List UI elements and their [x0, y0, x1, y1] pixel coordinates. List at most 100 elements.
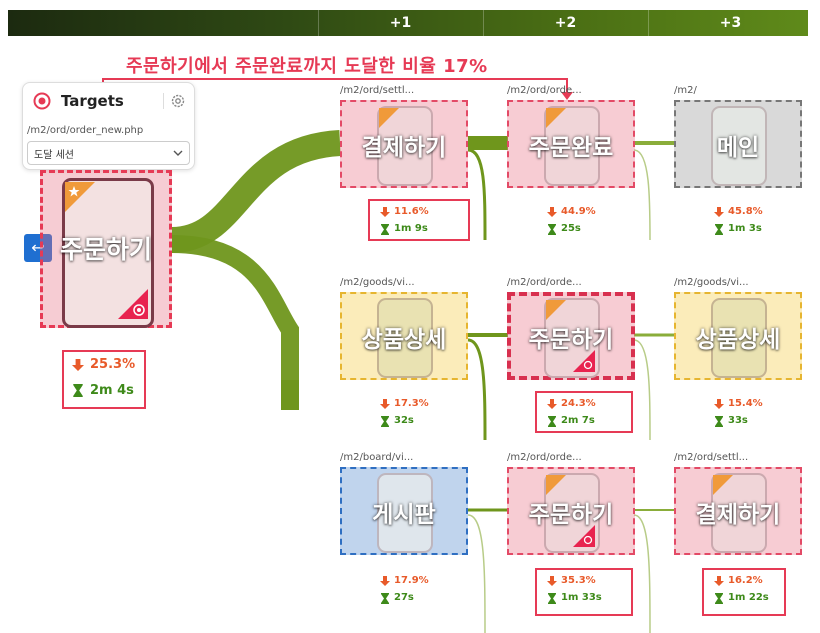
origin-node[interactable]: 주문하기	[40, 170, 172, 328]
node-time: 27s	[394, 592, 414, 603]
flow-origin-to-payment	[171, 130, 342, 253]
node-url: /m2/ord/settl...	[674, 452, 749, 463]
panel-divider	[163, 93, 164, 109]
down-arrow-icon	[547, 207, 557, 217]
step-node[interactable]: /m2/goods/vi... 상품상세	[674, 277, 802, 380]
page-thumbnail	[544, 473, 600, 553]
hourglass-icon	[715, 224, 723, 235]
gear-icon[interactable]	[170, 93, 186, 109]
step-divider	[318, 10, 319, 36]
node-percent: 45.8%	[728, 206, 763, 217]
hourglass-icon	[73, 384, 83, 397]
flow-order-drop-2	[633, 514, 651, 633]
flow-product-drop	[467, 338, 487, 441]
node-percent: 17.3%	[394, 398, 429, 409]
page-thumbnail	[377, 298, 433, 378]
node-url: /m2/ord/settl...	[340, 85, 415, 96]
node-url: /m2/	[674, 85, 697, 96]
node-percent: 16.2%	[728, 575, 763, 586]
down-arrow-icon	[547, 399, 557, 409]
step-label-3: +3	[719, 15, 742, 31]
step-node[interactable]: /m2/ord/orde... 주문하기	[507, 277, 635, 380]
step-node[interactable]: /m2/board/vi... 게시판	[340, 452, 468, 555]
node-url: /m2/board/vi...	[340, 452, 414, 463]
panel-title: Targets	[61, 92, 124, 110]
node-url: /m2/ord/orde...	[507, 85, 582, 96]
metric-select-value: 도달 세션	[34, 150, 74, 161]
target-badge-icon	[573, 350, 595, 372]
down-arrow-icon	[714, 576, 724, 586]
target-badge-icon	[118, 289, 148, 319]
star-badge-icon	[546, 300, 566, 320]
step-node[interactable]: /m2/ord/orde... 주문하기	[507, 452, 635, 555]
annotation-bracket-top	[102, 78, 568, 80]
node-label: 결제하기	[695, 502, 781, 528]
node-time: 1m 33s	[561, 592, 602, 603]
down-arrow-icon	[380, 576, 390, 586]
hourglass-icon	[381, 224, 389, 235]
star-badge-icon	[713, 475, 733, 495]
node-time: 32s	[394, 415, 414, 426]
star-badge-icon	[65, 182, 95, 212]
node-url: /m2/goods/vi...	[340, 277, 415, 288]
metric-select[interactable]: 도달 세션	[27, 141, 190, 165]
node-time: 2m 7s	[561, 415, 595, 426]
stat-highlight	[535, 568, 633, 616]
page-thumbnail	[377, 473, 433, 553]
down-arrow-icon	[714, 207, 724, 217]
target-path: /m2/ord/order_new.php	[27, 125, 144, 136]
step-node[interactable]: /m2/ord/settl... 결제하기	[674, 452, 802, 555]
back-arrow-icon[interactable]: ↩	[24, 234, 52, 262]
node-url: /m2/goods/vi...	[674, 277, 749, 288]
stat-highlight	[368, 199, 470, 241]
step-label-2: +2	[554, 15, 577, 31]
page-thumbnail	[711, 298, 767, 378]
node-percent: 24.3%	[561, 398, 596, 409]
origin-node-label: 주문하기	[59, 235, 152, 264]
hourglass-icon	[381, 416, 389, 427]
node-label: 상품상세	[695, 327, 781, 353]
hourglass-icon	[715, 416, 723, 427]
flow-order-drop	[633, 339, 651, 441]
annotation-bracket-right	[566, 78, 568, 96]
node-percent: 17.9%	[394, 575, 429, 586]
node-label: 게시판	[372, 502, 436, 528]
step-node[interactable]: /m2/ord/settl... 결제하기	[340, 85, 468, 188]
origin-stat-highlight	[62, 350, 146, 409]
hourglass-icon	[715, 593, 723, 604]
step-label-1: +1	[389, 15, 412, 31]
step-node[interactable]: /m2/ord/orde... 주문완료	[507, 85, 635, 188]
node-label: 상품상세	[361, 327, 447, 353]
step-node[interactable]: /m2/ 메인	[674, 85, 802, 188]
step-node[interactable]: /m2/goods/vi... 상품상세	[340, 277, 468, 380]
origin-time: 2m 4s	[90, 383, 134, 398]
node-time: 1m 9s	[394, 223, 428, 234]
node-percent: 44.9%	[561, 206, 596, 217]
page-thumbnail	[711, 106, 767, 186]
step-header-bar: +1 +2 +3	[8, 10, 808, 36]
node-time: 25s	[561, 223, 581, 234]
node-time: 33s	[728, 415, 748, 426]
stat-highlight	[702, 568, 786, 616]
node-url: /m2/ord/orde...	[507, 452, 582, 463]
star-badge-icon	[546, 475, 566, 495]
chevron-down-icon	[173, 150, 183, 156]
node-label: 메인	[716, 135, 760, 161]
annotation-arrow-icon	[561, 92, 573, 100]
hourglass-icon	[548, 224, 556, 235]
star-badge-icon	[379, 108, 399, 128]
star-badge-icon	[546, 108, 566, 128]
down-arrow-icon	[72, 359, 84, 371]
annotation-text: 주문하기에서 주문완료까지 도달한 비율 17%	[126, 56, 488, 77]
origin-percent: 25.3%	[90, 357, 136, 372]
node-percent: 35.3%	[561, 575, 596, 586]
hourglass-icon	[548, 593, 556, 604]
down-arrow-icon	[714, 399, 724, 409]
stat-highlight	[535, 391, 633, 433]
down-arrow-icon	[380, 399, 390, 409]
node-time: 1m 3s	[728, 223, 762, 234]
node-label: 결제하기	[361, 135, 447, 161]
node-percent: 11.6%	[394, 206, 429, 217]
hourglass-icon	[381, 593, 389, 604]
